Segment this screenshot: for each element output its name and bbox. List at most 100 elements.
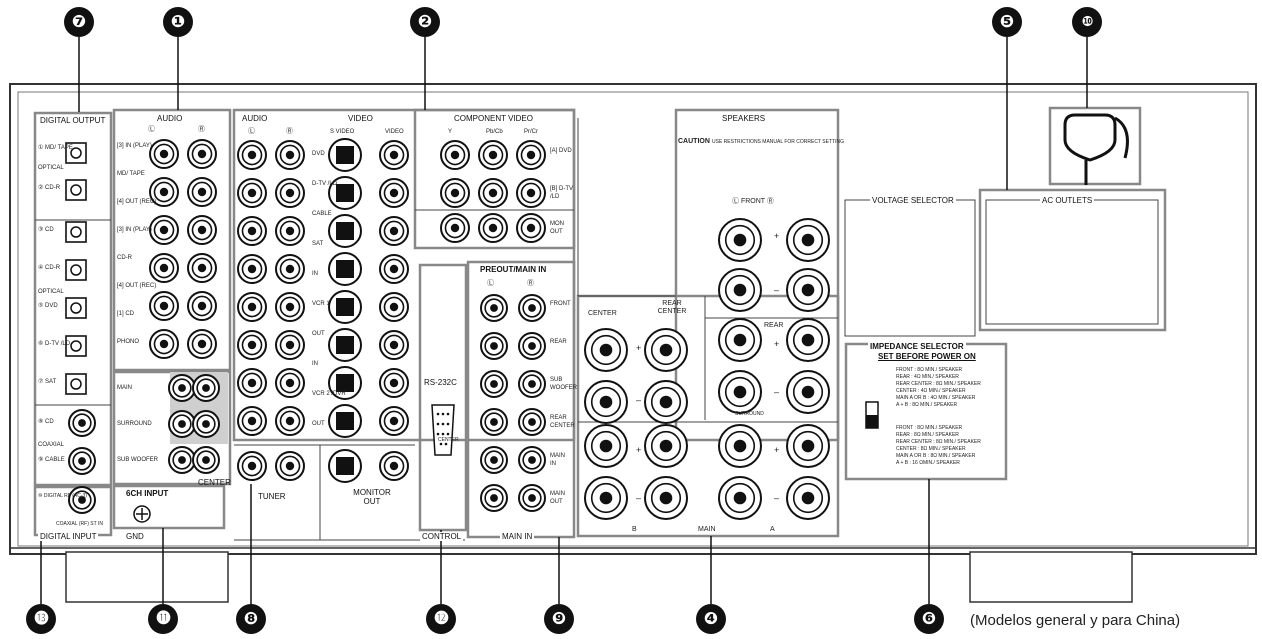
speaker-main-terminal — [644, 476, 688, 520]
audio-jack-left — [149, 177, 179, 207]
box-ac-outlets — [978, 188, 1167, 332]
digital-in-label: ⑥ D-TV /LD — [38, 341, 71, 347]
component-video-heading: COMPONENT VIDEO — [452, 114, 535, 123]
audio-mid-right-label: Ⓡ — [286, 128, 293, 135]
speaker-main-terminal — [584, 476, 628, 520]
digital-in-label: ⑦ SAT — [38, 379, 57, 385]
preout-jack-left — [480, 294, 508, 322]
audio-jack-left — [149, 253, 179, 283]
set-before-power-on: SET BEFORE POWER ON — [878, 352, 976, 361]
digital-in-optical-jack — [65, 297, 87, 319]
preout-jack-right — [518, 370, 546, 398]
preout-row-label: REAR — [550, 339, 567, 345]
impedance-table-bottom-row: MAIN A OR B : 8Ω MIN./ SPEAKER — [896, 453, 976, 459]
preout-jack-right — [518, 332, 546, 360]
rs232-center-label: CENTER — [438, 437, 459, 443]
preout-jack-left — [480, 332, 508, 360]
impedance-selector-heading: IMPEDANCE SELECTOR — [868, 342, 966, 351]
component-video-jack — [478, 178, 508, 208]
video-source-label: CABLE — [312, 211, 332, 217]
s-video-jack — [328, 214, 362, 248]
composite-video-jack — [379, 254, 409, 284]
audio-input-label: [3] IN (PLAY) — [117, 227, 152, 233]
preout-right-label: Ⓡ — [527, 280, 534, 287]
preout-main-in-heading: PREOUT/MAIN IN — [478, 265, 549, 274]
speaker-front-terminal — [786, 218, 830, 262]
speaker-main-terminal — [786, 424, 830, 468]
voltage-selector-heading: VOLTAGE SELECTOR — [870, 196, 956, 205]
optical-label: OPTICAL — [38, 289, 64, 295]
right-foot — [969, 551, 1133, 603]
preout-row-label: MAIN OUT — [550, 491, 565, 505]
component-video-jack — [440, 213, 470, 243]
callout-1: ❶ — [163, 7, 193, 37]
impedance-table-top-row: CENTER : 4Ω MIN./ SPEAKER — [896, 388, 966, 394]
minus-sign: – — [774, 285, 780, 295]
preout-jack-right — [518, 484, 546, 512]
monitor-out-label: MONITOR OUT — [353, 488, 391, 506]
audio-input-label: MD/ TAPE — [117, 171, 145, 177]
audio-input-label: [4] OUT (REC) — [117, 199, 157, 205]
preout-jack-right — [518, 446, 546, 474]
audio-jack-right — [187, 215, 217, 245]
component-row-label: MON OUT — [550, 221, 564, 235]
audio-left-channel-label: Ⓛ — [148, 126, 155, 133]
speaker-main-b-label: B — [632, 526, 637, 533]
digital-output-heading: DIGITAL OUTPUT — [38, 116, 108, 125]
composite-video-jack — [379, 216, 409, 246]
callout-11: ⓫ — [148, 604, 178, 634]
audio-heading-mid: AUDIO — [240, 114, 270, 123]
caution-label: CAUTION — [678, 138, 710, 145]
minus-sign: – — [636, 493, 642, 503]
callout-9: ❾ — [544, 604, 574, 634]
video-source-label: VCR 1 — [312, 301, 330, 307]
speaker-rear-label: REAR — [764, 322, 784, 329]
plus-sign: + — [774, 231, 780, 241]
callout-13: ⓭ — [26, 604, 56, 634]
coaxial-label: COAXIAL — [38, 442, 65, 448]
digital-in-optical-jack — [65, 335, 87, 357]
speaker-center-terminal — [584, 328, 628, 372]
box-audio — [112, 108, 232, 372]
callout-8: ❽ — [236, 604, 266, 634]
6ch-jack-left — [168, 410, 196, 438]
video-source-label: D-TV /LD — [312, 181, 338, 187]
component-heading: Y — [448, 129, 453, 135]
preout-row-label: FRONT — [550, 301, 571, 307]
video-source-label: IN — [312, 361, 318, 367]
speaker-rear-terminal — [718, 318, 762, 362]
composite-video-jack — [379, 292, 409, 322]
leader-lines — [40, 37, 1088, 604]
speaker-rear-terminal — [786, 318, 830, 362]
component-video-jack — [440, 140, 470, 170]
video-heading: VIDEO — [346, 114, 375, 123]
preout-jack-left — [480, 446, 508, 474]
audio-jack-left — [149, 291, 179, 321]
preout-row-label: REAR CENTER — [550, 415, 575, 429]
box-power-cord — [1048, 106, 1142, 186]
video-audio-jack-left — [237, 292, 267, 322]
composite-video-jack — [379, 406, 409, 436]
impedance-table-top-row: FRONT : 8Ω MIN./ SPEAKER — [896, 367, 963, 373]
video-audio-jack-left — [237, 368, 267, 398]
audio-jack-left — [149, 139, 179, 169]
speaker-rear-center-label: REAR CENTER — [657, 300, 687, 315]
speaker-main-terminal — [718, 476, 762, 520]
component-heading: Pr/Cr — [524, 129, 538, 135]
box-component — [413, 108, 576, 250]
composite-video-jack — [379, 140, 409, 170]
speaker-center-label: CENTER — [588, 310, 617, 317]
composite-video-jack — [379, 368, 409, 398]
impedance-table-top-row: REAR CENTER : 8Ω MIN./ SPEAKER — [896, 381, 981, 387]
digital-rf-label: ⑩ DIGITAL RF (AC-3) — [38, 493, 87, 499]
jacks-layer — [65, 138, 830, 520]
box-speakers-lower — [576, 294, 840, 538]
video-source-label: DVD — [312, 151, 325, 157]
audio-jack-left — [149, 329, 179, 359]
power-cord-icon — [1063, 113, 1129, 185]
callout-7: ❼ — [64, 7, 94, 37]
callout-5: ❺ — [992, 7, 1022, 37]
speaker-main-label: MAIN — [698, 526, 716, 533]
s-video-jack — [328, 138, 362, 172]
tuner-jack-left — [237, 451, 267, 481]
